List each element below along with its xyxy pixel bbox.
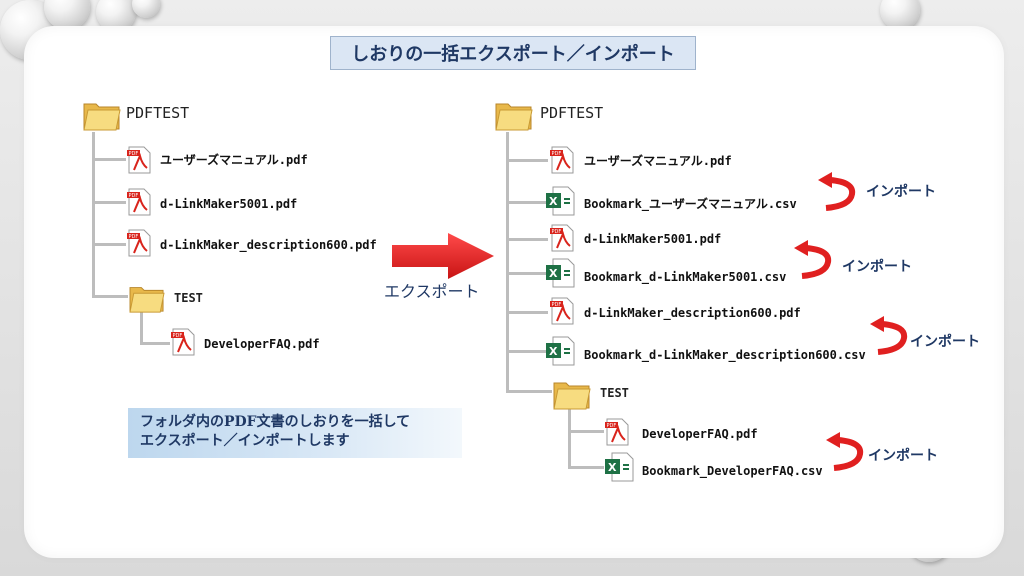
pdf-icon: PDF xyxy=(550,297,574,325)
file-label: Bookmark_ユーザーズマニュアル.csv xyxy=(584,197,797,211)
export-label: エクスポート xyxy=(384,282,480,301)
pdf-icon: PDF xyxy=(127,188,151,216)
excel-icon: X xyxy=(546,186,575,216)
file-label: ユーザーズマニュアル.pdf xyxy=(160,153,308,167)
svg-text:X: X xyxy=(608,461,617,474)
folder-icon xyxy=(129,287,165,313)
page-title: しおりの一括エクスポート／インポート xyxy=(330,36,696,70)
import-arrow-icon xyxy=(826,432,864,471)
file-label: Bookmark_DeveloperFAQ.csv xyxy=(642,464,823,478)
excel-icon: X xyxy=(605,452,634,482)
excel-icon: X xyxy=(546,336,575,366)
import-arrow-icon xyxy=(818,172,856,211)
tree-line xyxy=(506,350,546,353)
folder-icon xyxy=(495,103,533,131)
tree-line xyxy=(92,132,95,297)
svg-text:X: X xyxy=(549,267,558,280)
svg-text:PDF: PDF xyxy=(173,333,183,339)
tree-line xyxy=(506,132,509,392)
import-arrow-icon xyxy=(870,316,908,355)
tree-line xyxy=(92,243,126,246)
file-label: DeveloperFAQ.pdf xyxy=(204,337,320,351)
tree-line xyxy=(506,159,548,162)
pdf-icon: PDF xyxy=(127,229,151,257)
svg-text:PDF: PDF xyxy=(552,302,562,308)
tree-line xyxy=(92,201,126,204)
tree-line xyxy=(506,390,552,393)
tree-line xyxy=(568,466,604,469)
pdf-icon: PDF xyxy=(605,418,629,446)
svg-text:PDF: PDF xyxy=(552,229,562,235)
export-arrow-icon xyxy=(392,233,494,279)
import-label: インポート xyxy=(910,334,980,350)
pdf-icon: PDF xyxy=(171,328,195,356)
svg-text:PDF: PDF xyxy=(607,423,617,429)
tree-line xyxy=(568,408,571,468)
tree-line xyxy=(92,158,126,161)
svg-text:PDF: PDF xyxy=(129,234,139,240)
tree-line xyxy=(506,201,546,204)
pdf-icon: PDF xyxy=(550,146,574,174)
subfolder-label: TEST xyxy=(174,291,203,305)
folder-icon xyxy=(83,103,121,131)
import-arrow-icon xyxy=(794,240,832,279)
tree-line xyxy=(506,238,548,241)
tree-line xyxy=(506,311,548,314)
svg-text:PDF: PDF xyxy=(129,193,139,199)
pdf-icon: PDF xyxy=(127,146,151,174)
water-drop xyxy=(132,0,160,18)
note-line-2: エクスポート／インポートします xyxy=(140,433,350,449)
root-folder-label: PDFTEST xyxy=(540,104,604,122)
file-label: d-LinkMaker5001.pdf xyxy=(584,232,722,246)
file-label: Bookmark_d-LinkMaker_description600.csv xyxy=(584,348,866,362)
file-label: d-LinkMaker_description600.pdf xyxy=(160,238,377,252)
folder-icon xyxy=(553,382,591,410)
tree-line xyxy=(140,312,143,344)
tree-line xyxy=(506,272,546,275)
file-label: Bookmark_d-LinkMaker5001.csv xyxy=(584,270,787,284)
root-folder-label: PDFTEST xyxy=(126,104,190,122)
tree-line xyxy=(568,430,604,433)
note-line-1: フォルダ内のPDF文書のしおりを一括して xyxy=(140,414,411,430)
import-label: インポート xyxy=(842,259,912,275)
tree-line xyxy=(92,295,128,298)
file-label: d-LinkMaker5001.pdf xyxy=(160,197,298,211)
file-label: d-LinkMaker_description600.pdf xyxy=(584,306,801,320)
svg-text:X: X xyxy=(549,345,558,358)
import-label: インポート xyxy=(868,448,938,464)
subfolder-label: TEST xyxy=(600,386,629,400)
file-label: DeveloperFAQ.pdf xyxy=(642,427,758,441)
file-label: ユーザーズマニュアル.pdf xyxy=(584,154,732,168)
svg-text:PDF: PDF xyxy=(129,151,139,157)
description-note: フォルダ内のPDF文書のしおりを一括して エクスポート／インポートします xyxy=(128,408,462,458)
tree-line xyxy=(140,342,170,345)
excel-icon: X xyxy=(546,258,575,288)
pdf-icon: PDF xyxy=(550,224,574,252)
svg-text:X: X xyxy=(549,195,558,208)
import-label: インポート xyxy=(866,184,936,200)
svg-text:PDF: PDF xyxy=(552,151,562,157)
